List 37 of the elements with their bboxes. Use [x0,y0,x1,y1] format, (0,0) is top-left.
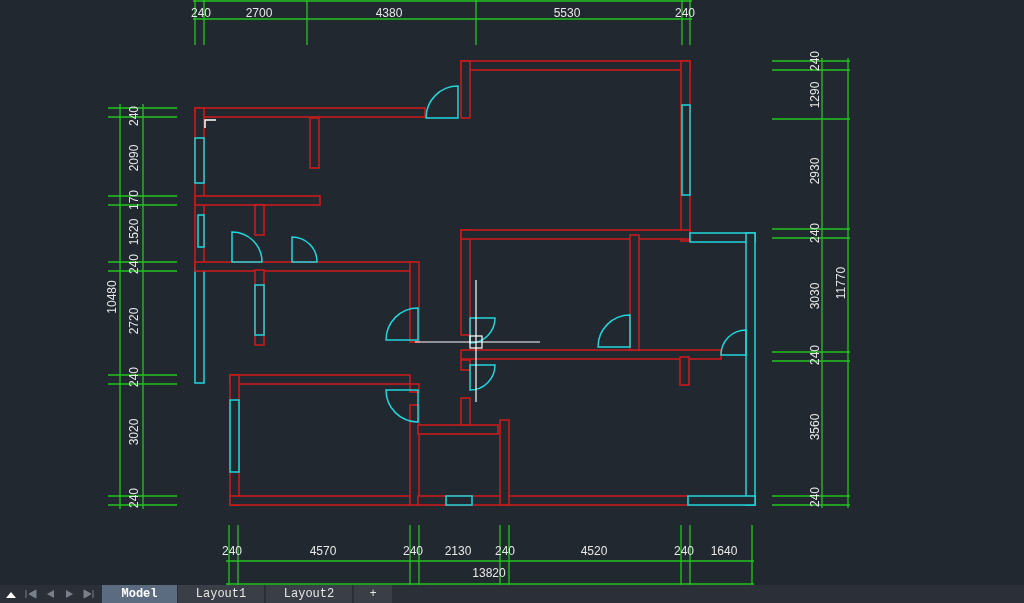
add-tab-button: + [354,585,392,603]
dimension-text: 240 [127,253,141,275]
dimension-text: 2700 [244,6,274,20]
dimension-text: 5530 [552,6,582,20]
dimension-text: 240 [673,544,695,558]
dimension-text: 240 [402,544,424,558]
dimension-text: 240 [808,222,822,244]
dimension-text: 240 [808,486,822,508]
layout-tab: Model [102,585,177,603]
dimension-text: 1290 [808,80,822,110]
dimension-text: 240 [674,6,696,20]
dimension-text: 3560 [808,412,822,442]
dimension-text: 2930 [808,156,822,186]
dimension-text: 4520 [579,544,609,558]
dimension-text: 240 [127,366,141,388]
dimension-text: 240 [190,6,212,20]
dimension-text: 170 [127,189,141,211]
dimension-text: 10480 [105,279,119,315]
dimension-text: 2720 [127,306,141,336]
dimension-text: 1640 [709,544,739,558]
dimension-text: 1520 [127,217,141,247]
layout-tab: Layout1 [178,585,264,603]
dimension-text: 4380 [374,6,404,20]
dimension-text: 240 [494,544,516,558]
dimension-text: 240 [127,487,141,509]
dimension-text: 3020 [127,417,141,447]
dimension-text: 240 [221,544,243,558]
dimension-text: 240 [808,50,822,72]
dimension-text: 2130 [443,544,473,558]
dimension-text: 11770 [834,265,848,301]
dimension-text: 4570 [308,544,338,558]
dimension-text: 240 [127,105,141,127]
dimension-text: 240 [808,344,822,366]
dimension-text: 2090 [127,143,141,173]
dimension-text: 13820 [471,566,507,580]
dimension-text: 3030 [808,281,822,311]
layout-tab: Layout2 [266,585,352,603]
